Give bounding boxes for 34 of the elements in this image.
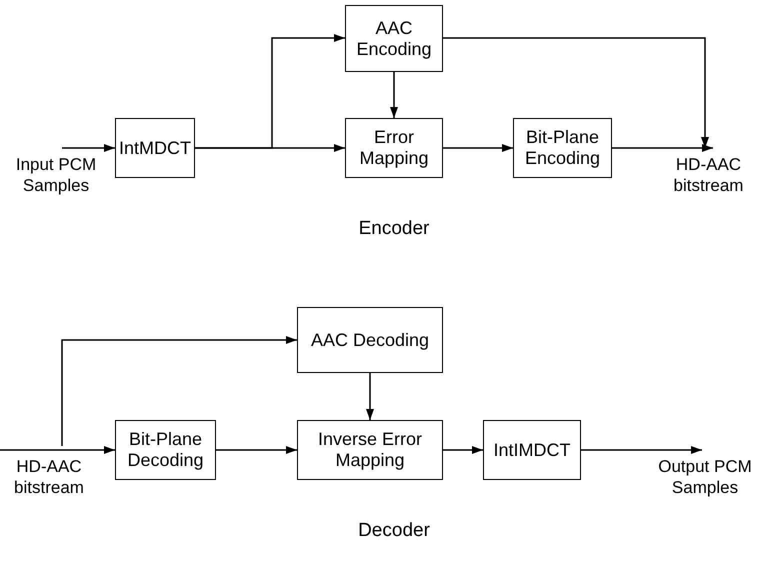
process-box [115, 420, 216, 480]
arrow [443, 37, 709, 148]
arrow [61, 336, 297, 446]
signal-label: Input PCM Samples [14, 154, 98, 196]
section-title: Encoder [358, 218, 430, 240]
arrow [195, 34, 345, 149]
arrow [390, 72, 398, 118]
process-box [345, 5, 443, 72]
block-label: Error Mapping [358, 127, 430, 169]
process-box [345, 118, 443, 178]
section-title: Decoder [358, 520, 430, 542]
block-label: IntMDCT [119, 138, 191, 158]
block-label: AAC Decoding [310, 330, 430, 350]
block-label: Bit-Plane Encoding [524, 127, 602, 169]
signal-label: HD-AAC bitstream [672, 154, 744, 196]
arrow [216, 446, 297, 454]
signal-label: Output PCM Samples [657, 456, 753, 498]
arrow [443, 144, 513, 152]
block-label: IntIMDCT [493, 440, 570, 460]
arrow [62, 144, 115, 152]
process-box [297, 420, 443, 480]
process-box [115, 118, 195, 178]
signal-label: HD-AAC bitstream [13, 456, 85, 498]
arrow [443, 446, 483, 454]
arrow [612, 144, 713, 152]
block-label: Inverse Error Mapping [316, 429, 424, 471]
block-label: Bit-Plane Decoding [126, 429, 205, 471]
process-box [297, 307, 443, 373]
block-label: AAC Encoding [355, 18, 433, 60]
arrow [0, 446, 115, 454]
process-box [513, 118, 612, 178]
arrow [581, 446, 702, 454]
process-box [483, 420, 581, 480]
arrow [366, 373, 374, 420]
